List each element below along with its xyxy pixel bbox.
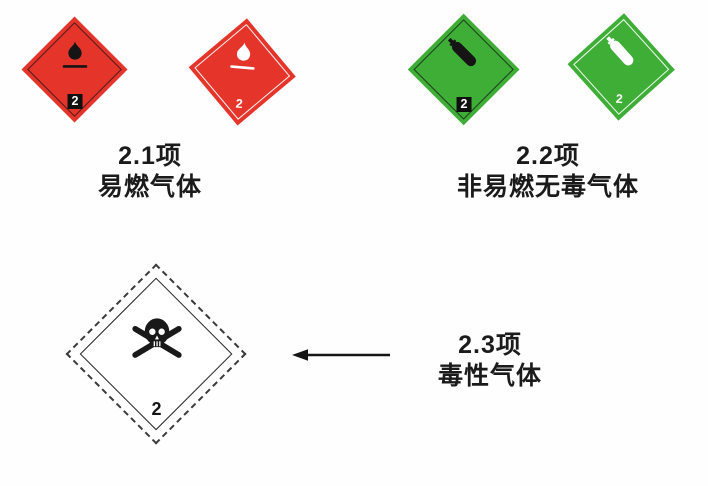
division-label: 2.3项 bbox=[458, 331, 522, 359]
class-number: 2 bbox=[151, 399, 162, 419]
placard-nonflammable-gas-black: 2 bbox=[407, 13, 521, 127]
division-label: 2.1项 bbox=[118, 142, 182, 170]
caption-division-2-2: 2.2项 非易燃无毒气体 bbox=[405, 141, 691, 203]
class-number: 2 bbox=[456, 97, 472, 112]
gas-cylinder-icon bbox=[606, 36, 634, 66]
flame-icon bbox=[230, 42, 255, 70]
placard-toxic-gas: 2 bbox=[65, 263, 248, 446]
placard-flammable-gas-black: 2 bbox=[21, 16, 129, 124]
caption-division-2-3: 2.3项 毒性气体 bbox=[402, 330, 578, 392]
skull-crossbones-icon bbox=[131, 318, 182, 358]
flame-icon bbox=[62, 41, 88, 68]
placard-nonflammable-gas-white: 2 bbox=[564, 10, 678, 124]
division-name: 非易燃无毒气体 bbox=[456, 173, 639, 201]
class-number: 2 bbox=[67, 94, 83, 109]
arrow-left-icon bbox=[292, 347, 392, 363]
division-name: 毒性气体 bbox=[437, 362, 542, 390]
class-number: 2 bbox=[235, 96, 244, 112]
class-number: 2 bbox=[615, 91, 624, 107]
caption-division-2-1: 2.1项 易燃气体 bbox=[45, 141, 255, 203]
division-label: 2.2项 bbox=[516, 142, 580, 170]
division-name: 易燃气体 bbox=[97, 173, 202, 201]
placard-flammable-gas-white: 2 bbox=[183, 13, 300, 130]
gas-cylinder-icon bbox=[447, 37, 477, 67]
